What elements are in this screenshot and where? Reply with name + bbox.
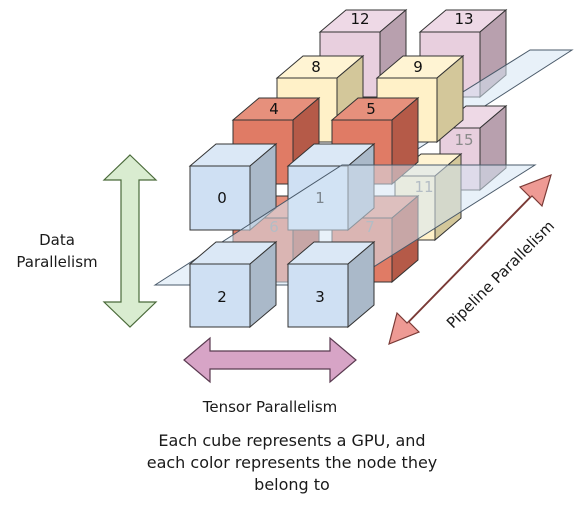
gpu-label-15: 15 bbox=[454, 131, 473, 149]
gpu-label-3: 3 bbox=[315, 288, 325, 306]
pipeline-parallelism-label: Pipeline Parallelism bbox=[443, 217, 558, 332]
tensor-parallelism-label: Tensor Parallelism bbox=[202, 398, 338, 416]
gpu-label-0: 0 bbox=[217, 189, 227, 207]
data-parallelism-arrow bbox=[102, 154, 158, 328]
tensor-parallelism-arrow bbox=[183, 336, 357, 384]
gpu-label-9: 9 bbox=[413, 58, 423, 76]
pipeline-parallelism-arrow bbox=[388, 174, 552, 345]
gpu-label-4: 4 bbox=[269, 100, 279, 118]
data-parallelism-label-line2: Parallelism bbox=[16, 253, 97, 271]
caption: Each cube represents a GPU, and each col… bbox=[92, 430, 492, 496]
gpu-cube-2: 2 bbox=[188, 240, 278, 329]
gpu-cube-3: 3 bbox=[286, 240, 376, 329]
gpu-label-8: 8 bbox=[311, 58, 321, 76]
caption-line-3: belong to bbox=[254, 475, 330, 494]
gpu-cube-0: 0 bbox=[188, 142, 278, 232]
gpu-label-12: 12 bbox=[350, 10, 369, 28]
gpu-label-5: 5 bbox=[366, 100, 376, 118]
gpu-label-13: 13 bbox=[454, 10, 473, 28]
gpu-label-2: 2 bbox=[217, 288, 227, 306]
data-parallelism-label-line1: Data bbox=[39, 231, 75, 249]
caption-line-2: each color represents the node they bbox=[146, 453, 438, 472]
caption-line-1: Each cube represents a GPU, and bbox=[158, 431, 426, 450]
